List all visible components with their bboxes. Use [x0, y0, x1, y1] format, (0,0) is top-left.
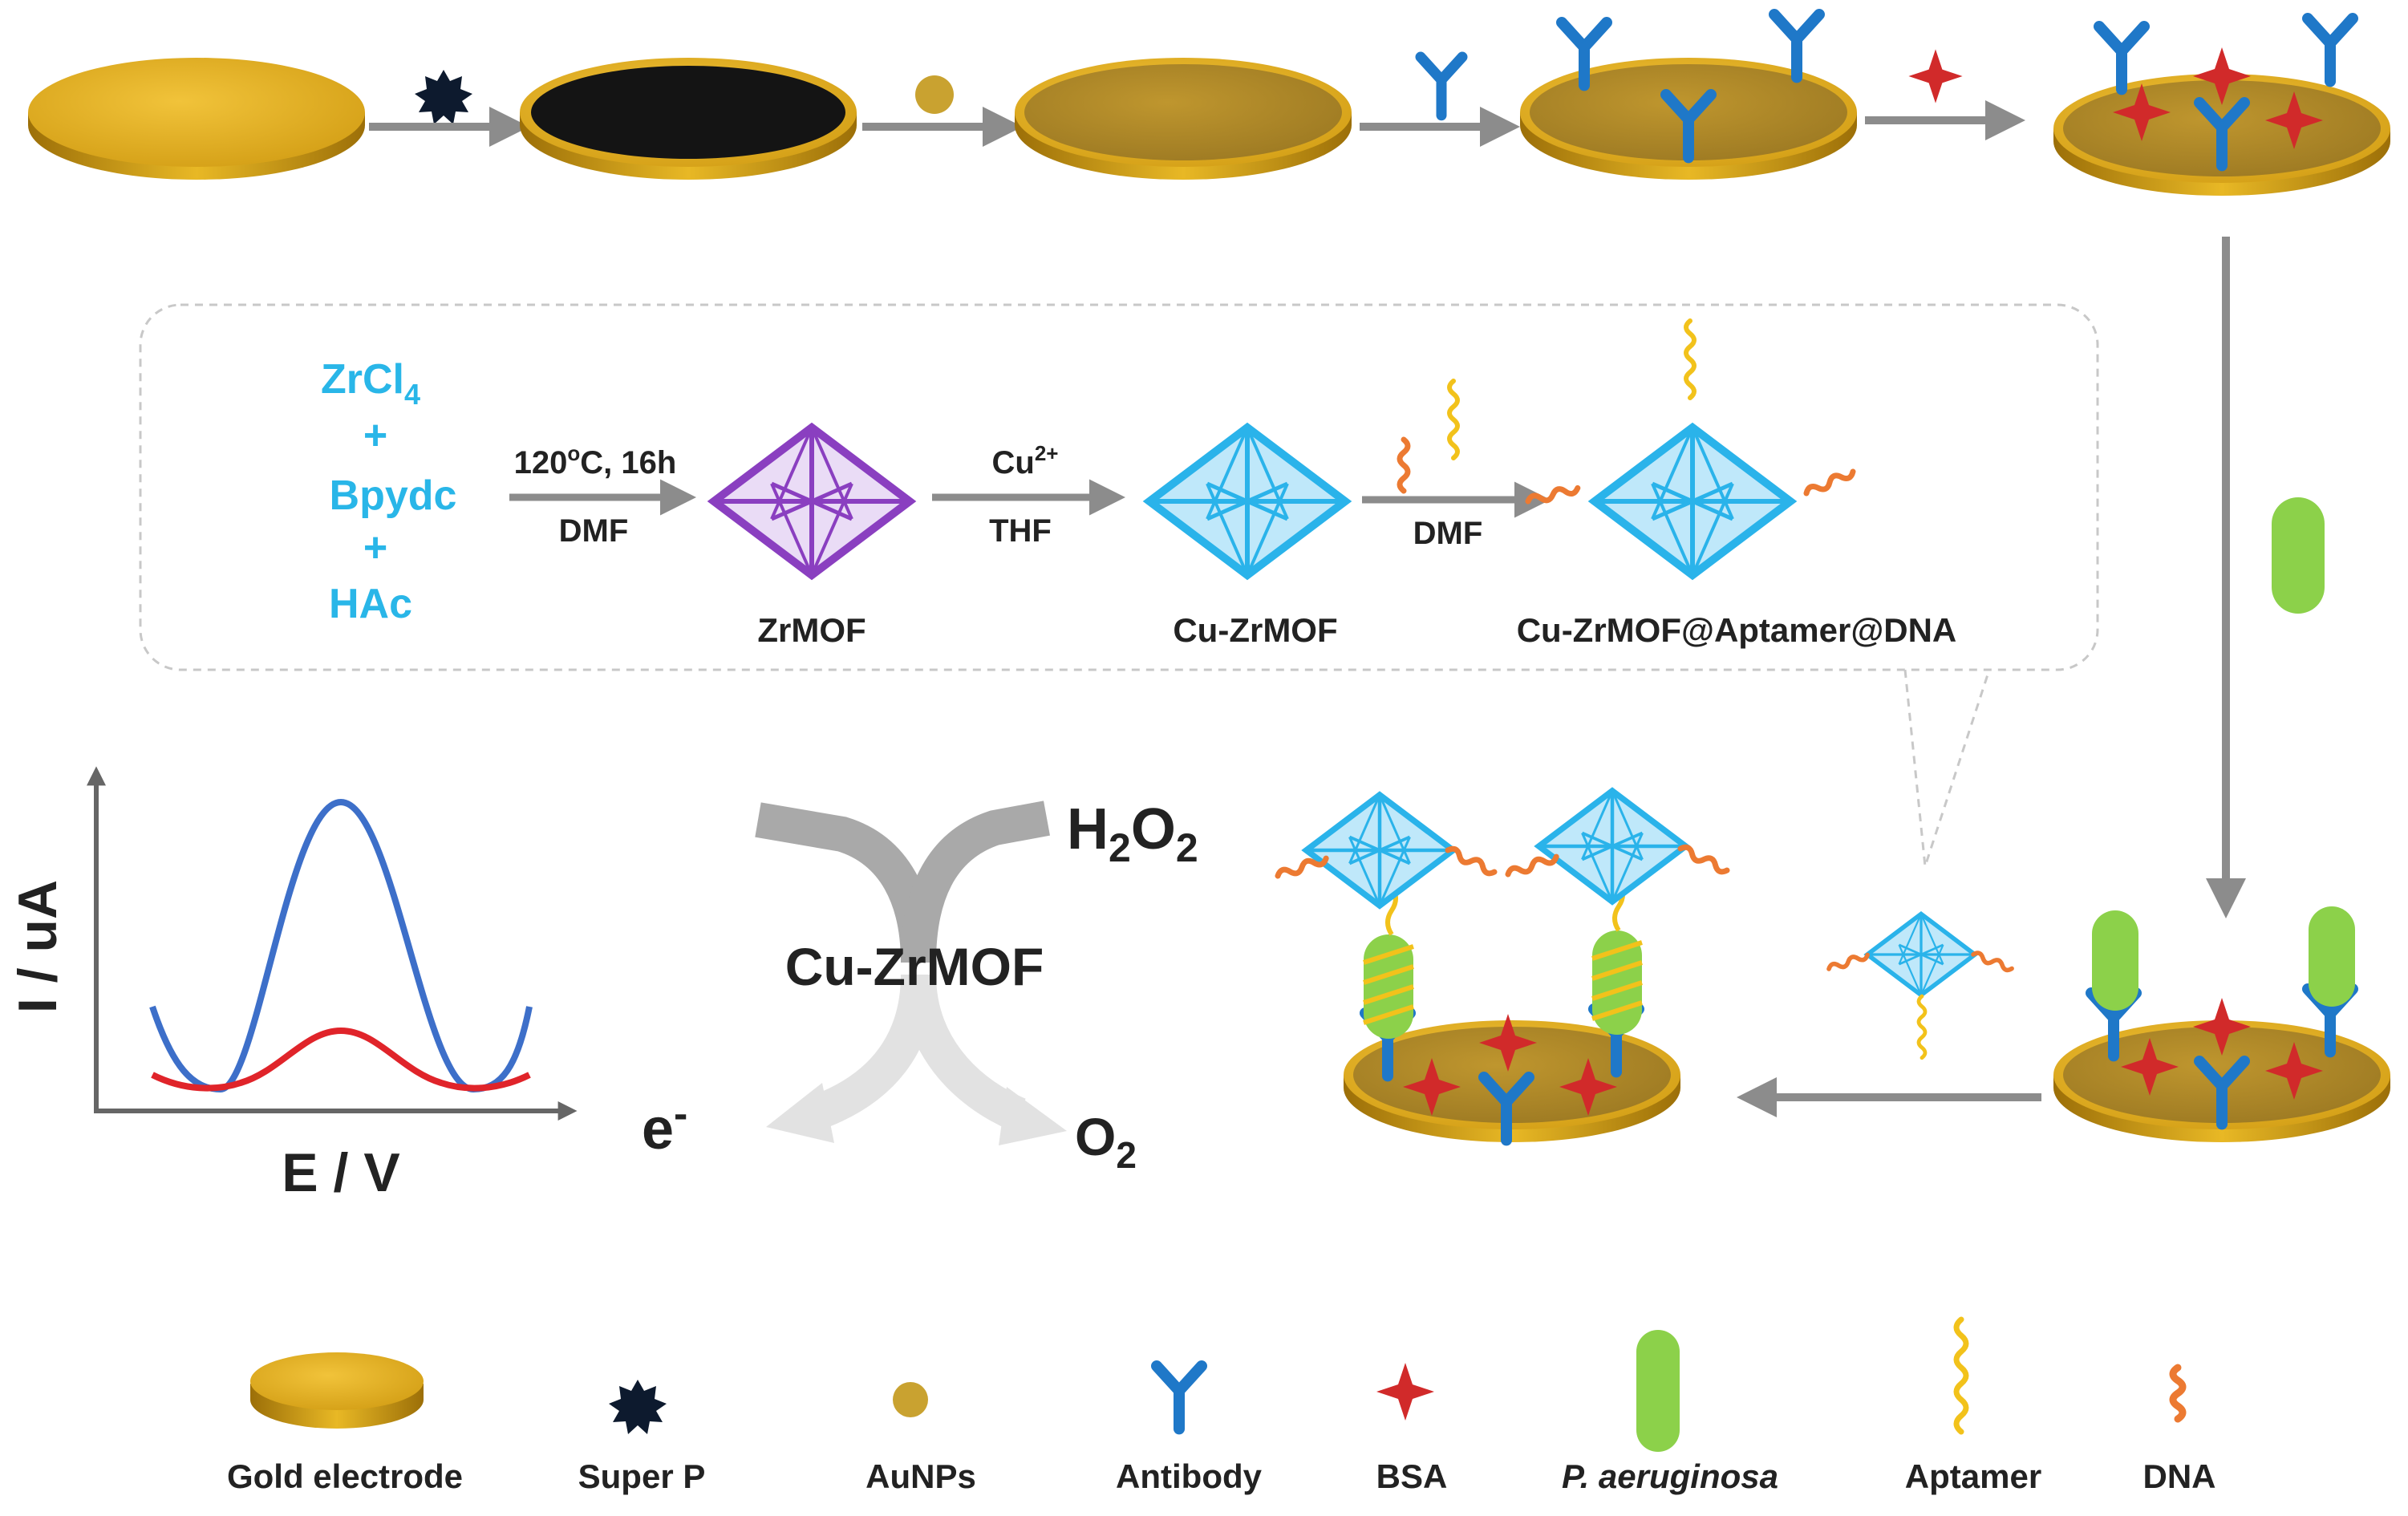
- aunp-icon: [915, 75, 954, 114]
- bsa-icon: [1908, 49, 1963, 103]
- curve-low: [151, 1027, 531, 1092]
- label-zrmof: ZrMOF: [757, 611, 866, 649]
- legend-bsa-icon: [1376, 1363, 1434, 1421]
- product-electron: e-: [642, 1091, 687, 1161]
- legend-label-7: DNA: [2143, 1457, 2216, 1495]
- legend-aptamer-icon: [1953, 1316, 1969, 1435]
- legend-label-0: Gold electrode: [227, 1457, 463, 1495]
- catalysis-scheme: Cu-ZrMOF H2O2 e- O2: [642, 797, 1198, 1176]
- step-3-solvent: DMF: [1413, 516, 1483, 551]
- catalyst-label: Cu-ZrMOF: [785, 937, 1044, 996]
- bacteria-icon: [2272, 497, 2325, 614]
- product-o2: O2: [1075, 1107, 1137, 1176]
- legend-label-4: BSA: [1376, 1457, 1448, 1495]
- legend-label-3: Antibody: [1116, 1457, 1263, 1495]
- reagent-bpydc: Bpydc: [330, 472, 457, 519]
- reagent-hac: HAc: [329, 581, 412, 627]
- reagent-zrcl4: ZrCl4: [321, 356, 420, 411]
- legend-antibody-icon: [1157, 1366, 1202, 1429]
- legend-label-5: P. aeruginosa: [1562, 1457, 1778, 1495]
- legend: Gold electrode Super P AuNPs Antibody BS…: [227, 1316, 2216, 1495]
- curve-high: [149, 798, 533, 1093]
- legend-super-p-icon: [609, 1380, 667, 1434]
- electrode-step-1: [28, 58, 365, 180]
- callout-tail: [1903, 669, 1991, 867]
- cu-zrmof-crystal: [1149, 428, 1345, 575]
- step-1-condition: 120oC, 16h: [514, 441, 677, 480]
- electrode-captured: [2053, 906, 2390, 1142]
- label-cu-zrmof: Cu-ZrMOF: [1173, 611, 1337, 649]
- zrmof-crystal: [707, 422, 917, 581]
- reactant-h2o2: H2O2: [1067, 797, 1198, 870]
- electrode-step-4: [1520, 14, 1857, 180]
- catalysis-arrow-in-right: [901, 801, 1050, 963]
- legend-label-2: AuNPs: [866, 1457, 976, 1495]
- step-2-solvent: THF: [989, 513, 1052, 549]
- dpv-plot: I / uA E / V: [7, 766, 578, 1203]
- plot-ylabel: I / uA: [7, 880, 68, 1013]
- plot-xlabel: E / V: [282, 1142, 399, 1203]
- synthesis-panel: [139, 303, 2099, 671]
- plus-2: +: [363, 525, 387, 571]
- legend-label-6: Aptamer: [1905, 1457, 2041, 1495]
- legend-gold-electrode-icon: [250, 1352, 424, 1429]
- legend-aunp-icon: [893, 1382, 928, 1417]
- dna-aptamer-reagents: [1400, 381, 1457, 491]
- legend-bacteria-icon: [1636, 1330, 1680, 1452]
- antibody-icon: [1421, 57, 1462, 116]
- electrode-step-2: [520, 58, 857, 180]
- label-cu-zrmof-aptamer-dna: Cu-ZrMOF@Aptamer@DNA: [1517, 611, 1957, 649]
- legend-dna-icon: [2169, 1364, 2187, 1423]
- catalysis-arrowhead-right: [999, 1087, 1067, 1145]
- cu-zrmof-aptamer-dna-crystal: [1527, 321, 1855, 575]
- super-p-icon: [415, 70, 472, 124]
- step-1-solvent: DMF: [559, 513, 629, 549]
- electrode-detection: [1276, 791, 1729, 1142]
- electrode-step-3: [1015, 58, 1352, 180]
- plus-1: +: [363, 412, 387, 459]
- legend-label-1: Super P: [578, 1457, 706, 1495]
- step-2-condition: Cu2+: [992, 441, 1059, 480]
- electrode-step-5: [2053, 18, 2390, 196]
- probe-free: [1828, 914, 2013, 1057]
- catalysis-arrow-out-right: [901, 974, 1027, 1132]
- catalysis-arrowhead-left: [766, 1083, 834, 1143]
